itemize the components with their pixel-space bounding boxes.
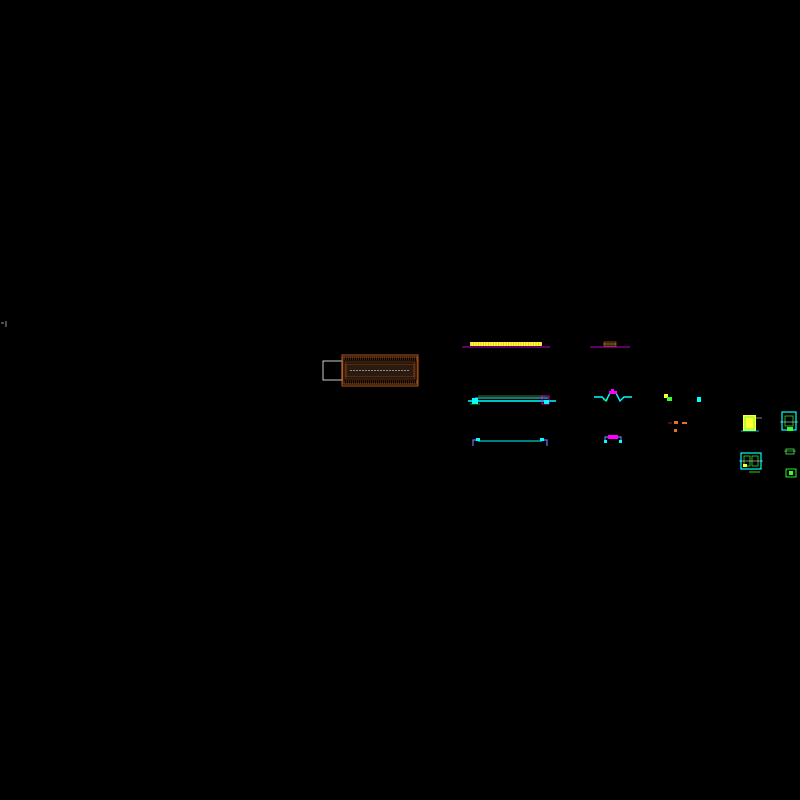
plan-hatch-line: [345, 355, 348, 362]
detail-box-4: [784, 448, 796, 455]
plan-hatch-line: [375, 355, 378, 362]
plan-hatch-line: [413, 379, 416, 386]
plan-hatch-line: [361, 379, 364, 386]
plan-hatch-line: [389, 379, 392, 386]
plan-hatch-line: [383, 379, 386, 386]
plan-hatch-line: [349, 355, 352, 362]
detail-box-2: [780, 411, 798, 431]
plan-hatch-line: [347, 379, 350, 386]
plan-hatch-line: [363, 355, 366, 362]
plan-hatch-line: [371, 355, 374, 362]
origin-marker: [1, 321, 7, 327]
plan-hatch-line: [371, 379, 374, 386]
detail-small-a: [664, 394, 701, 402]
plan-hatch-line: [395, 379, 398, 386]
plan-hatch-line: [403, 379, 406, 386]
plan-hatch-line: [365, 379, 368, 386]
elevation-top-right: [590, 341, 630, 348]
plan-hatch-line: [379, 379, 382, 386]
plan-hatch-line: [369, 355, 372, 362]
plan-hatch-line: [399, 355, 402, 362]
plan-hatch-line: [413, 355, 416, 362]
plan-hatch-line: [343, 355, 346, 362]
plan-hatch-line: [415, 355, 418, 362]
plan-hatch-line: [381, 379, 384, 386]
plan-hatch-line: [377, 355, 380, 362]
plan-hatch-line: [387, 355, 390, 362]
plan-hatch-line: [391, 355, 394, 362]
section-bottom-left: [472, 438, 548, 446]
plan-hatch-line: [395, 355, 398, 362]
plan-hatch: [343, 355, 418, 386]
detail-box-5: [785, 468, 797, 478]
plan-hatch-line: [355, 355, 358, 362]
plan-hatch-line: [367, 379, 370, 386]
plan-hatch-line: [367, 355, 370, 362]
plan-hatch-line: [351, 355, 354, 362]
plan-hatch-line: [359, 355, 362, 362]
plan-hatch-line: [411, 379, 414, 386]
plan-hatch-line: [351, 379, 354, 386]
plan-hatch-line: [357, 355, 360, 362]
plan-hatch-line: [409, 379, 412, 386]
plan-hatch-line: [403, 355, 406, 362]
plan-hatch-line: [347, 355, 350, 362]
plan-hatch-line: [405, 355, 408, 362]
plan-hatch-line: [369, 379, 372, 386]
plan-hatch-line: [389, 355, 392, 362]
plan-hatch-line: [377, 379, 380, 386]
plan-hatch-line: [405, 379, 408, 386]
plan-hatch-line: [385, 379, 388, 386]
plan-hatch-line: [407, 355, 410, 362]
plan-hatch-line: [349, 379, 352, 386]
elevation-top-left: [462, 342, 550, 348]
plan-hatch-line: [373, 355, 376, 362]
detail-small-b: [668, 421, 687, 432]
plan-view: [322, 354, 419, 387]
plan-hatch-line: [387, 379, 390, 386]
plan-hatch-line: [397, 355, 400, 362]
plan-hatch-line: [357, 379, 360, 386]
plan-hatch-line: [361, 355, 364, 362]
plan-hatch-line: [409, 355, 412, 362]
plan-hatch-line: [345, 379, 348, 386]
section-mid-left: [468, 395, 556, 405]
section-bottom-right: [604, 435, 622, 443]
plan-hatch-line: [343, 379, 346, 386]
plan-hatch-line: [399, 379, 402, 386]
plan-hatch-line: [381, 355, 384, 362]
plan-hatch-line: [353, 355, 356, 362]
plan-hatch-line: [415, 379, 418, 386]
plan-hatch-line: [379, 355, 382, 362]
plan-hatch-line: [411, 355, 414, 362]
plan-hatch-line: [375, 379, 378, 386]
plan-hatch-line: [393, 355, 396, 362]
plan-hatch-line: [391, 379, 394, 386]
plan-hatch-line: [385, 355, 388, 362]
plan-hatch-line: [353, 379, 356, 386]
plan-hatch-line: [397, 379, 400, 386]
section-mid-right: [594, 389, 632, 403]
plan-hatch-line: [355, 379, 358, 386]
detail-box-1: [741, 415, 762, 432]
plan-hatch-line: [363, 379, 366, 386]
plan-hatch-line: [365, 355, 368, 362]
plan-outer-frame: [341, 354, 419, 387]
plan-hatch-line: [407, 379, 410, 386]
detail-group-right: [739, 411, 798, 478]
plan-hatch-line: [373, 379, 376, 386]
detail-box-3: [739, 452, 763, 473]
plan-hatch-line: [383, 355, 386, 362]
plan-hatch-line: [401, 355, 404, 362]
plan-hatch-line: [401, 379, 404, 386]
plan-hatch-line: [393, 379, 396, 386]
plan-hatch-line: [359, 379, 362, 386]
